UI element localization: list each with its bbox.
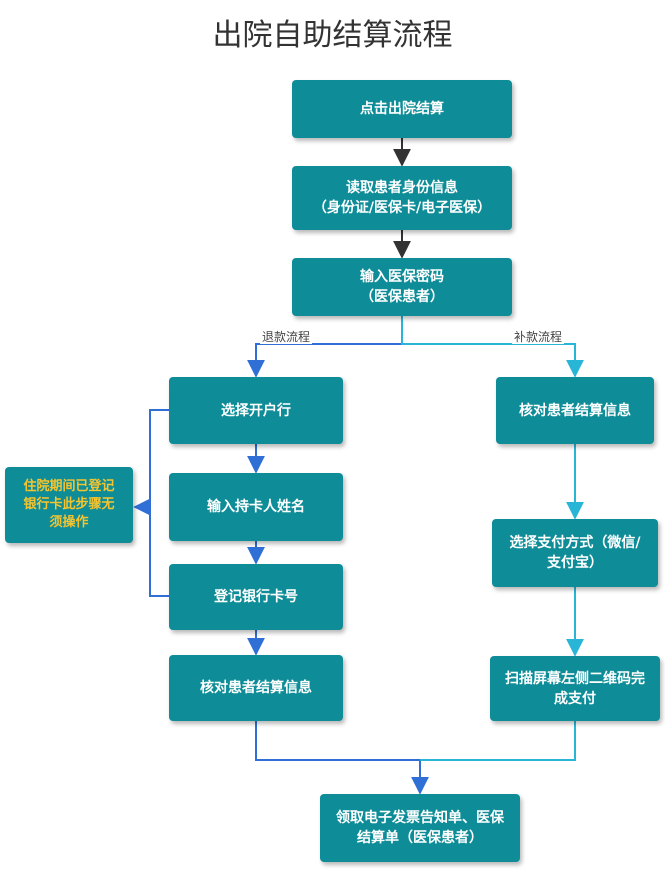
node-verify-left-text: 核对患者结算信息 <box>200 680 312 696</box>
node-read-info-line2: （身份证/医保卡/电子医保） <box>312 200 492 216</box>
node-scan-qr-line2: 成支付 <box>554 690 596 707</box>
node-scan-qr-line1: 扫描屏幕左侧二维码完 <box>505 670 645 687</box>
node-register-card-text: 登记银行卡号 <box>214 589 298 605</box>
note-bank-registered: 住院期间已登记 银行卡此步骤无 须操作 <box>5 467 133 543</box>
node-final[interactable]: 领取电子发票告知单、医保 结算单（医保患者） <box>320 794 520 862</box>
node-read-info[interactable]: 读取患者身份信息 （身份证/医保卡/电子医保） <box>292 166 512 230</box>
node-register-card[interactable]: 登记银行卡号 <box>169 564 343 630</box>
bracket-to-note <box>149 409 169 597</box>
node-input-cardholder-name[interactable]: 输入持卡人姓名 <box>169 473 343 541</box>
node-select-payment-line1: 选择支付方式（微信/ <box>509 535 641 551</box>
note-line3: 须操作 <box>49 515 89 530</box>
node-verify-left[interactable]: 核对患者结算信息 <box>169 655 343 721</box>
node-select-payment-line2: 支付宝） <box>547 555 603 571</box>
arrow-pwd-to-supplement <box>401 316 584 378</box>
node-select-payment[interactable]: 选择支付方式（微信/ 支付宝） <box>492 519 658 587</box>
arrow-pwd-to-refund <box>247 316 403 378</box>
node-start-text: 点击出院结算 <box>360 101 444 117</box>
node-verify-right[interactable]: 核对患者结算信息 <box>496 377 654 444</box>
node-input-password-line2: （医保患者） <box>360 289 444 305</box>
node-select-bank[interactable]: 选择开户行 <box>169 377 343 444</box>
merge-right <box>420 721 576 761</box>
node-final-line2: 结算单（医保患者） <box>357 830 483 846</box>
node-start[interactable]: 点击出院结算 <box>292 80 512 138</box>
node-read-info-line1: 读取患者身份信息 <box>346 180 458 196</box>
node-input-password[interactable]: 输入医保密码 （医保患者） <box>292 258 512 316</box>
node-input-cardholder-name-text: 输入持卡人姓名 <box>207 499 305 515</box>
node-input-password-line1: 输入医保密码 <box>360 269 444 285</box>
node-verify-right-text: 核对患者结算信息 <box>519 402 631 419</box>
note-line2: 银行卡此步骤无 <box>23 497 115 512</box>
edge-label-refund: 退款流程 <box>260 330 313 344</box>
note-line1: 住院期间已登记 <box>23 479 115 494</box>
node-final-line1: 领取电子发票告知单、医保 <box>336 810 504 826</box>
node-select-bank-text: 选择开户行 <box>221 402 291 419</box>
page-title: 出院自助结算流程 <box>212 18 453 53</box>
node-scan-qr[interactable]: 扫描屏幕左侧二维码完 成支付 <box>490 656 660 721</box>
edge-label-supplement: 补款流程 <box>512 330 565 344</box>
merge-left <box>255 721 429 795</box>
